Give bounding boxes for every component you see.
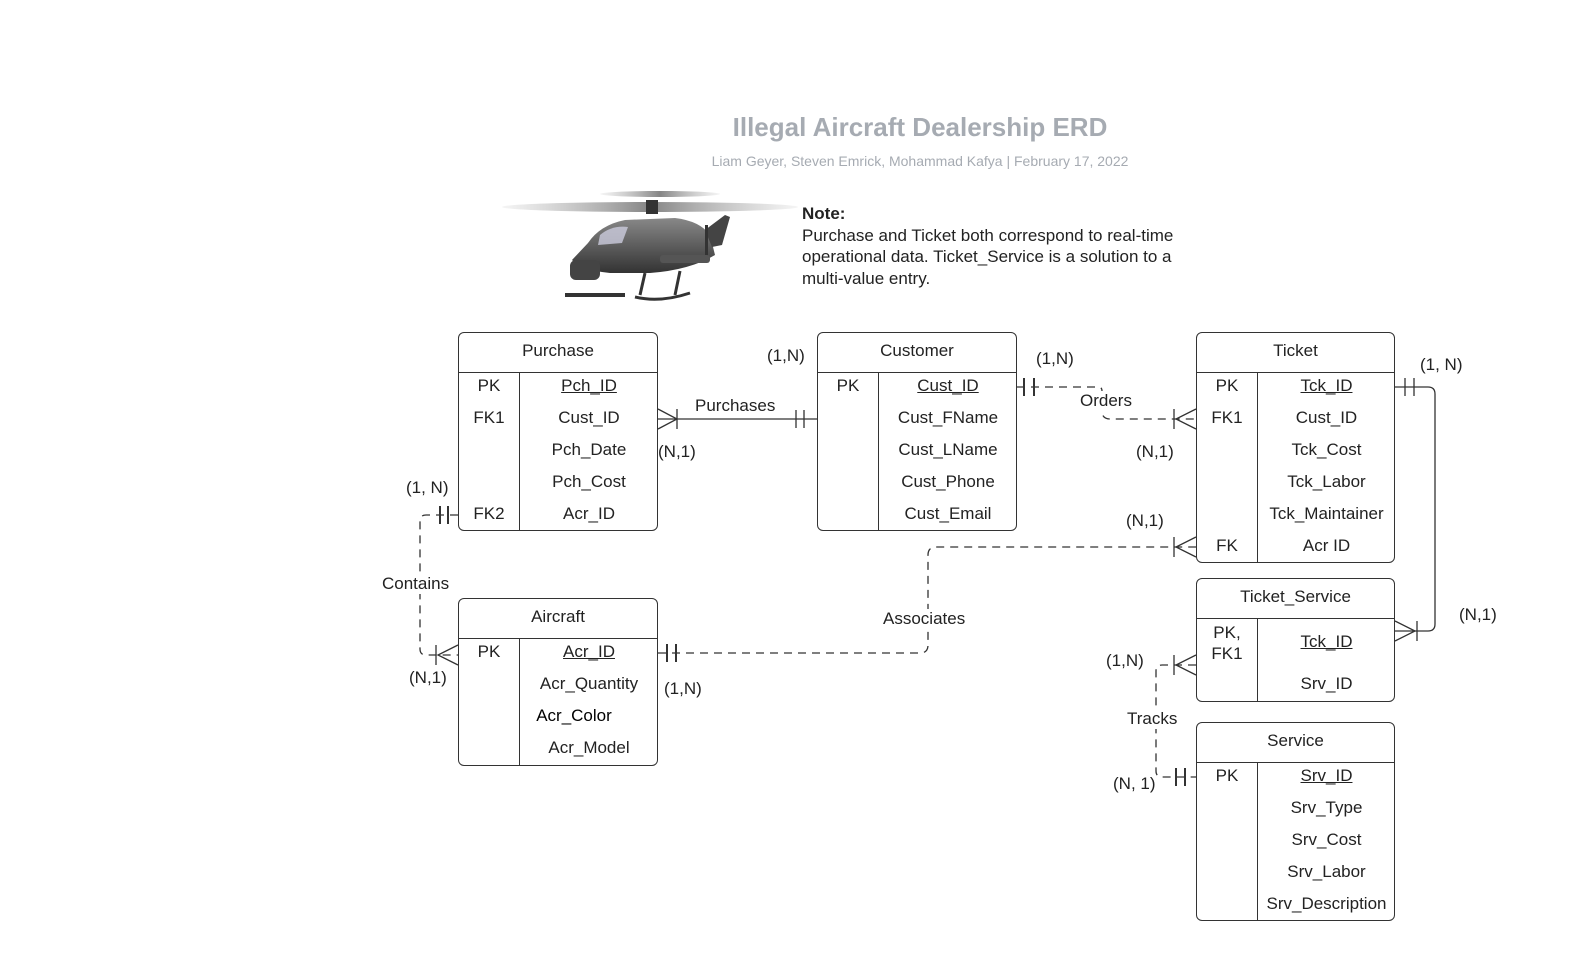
relationship-associates: Associates bbox=[883, 609, 966, 629]
diagram-title: Illegal Aircraft Dealership ERD bbox=[732, 112, 1108, 142]
diagram-subtitle: Liam Geyer, Steven Emrick, Mohammad Kafy… bbox=[711, 153, 1129, 169]
cardinality-label: (1,N) bbox=[1106, 651, 1144, 670]
orders-line bbox=[1017, 386, 1196, 420]
cardinality-label: (1,N) bbox=[767, 346, 805, 365]
cardinality-label: (N,1) bbox=[1136, 442, 1174, 461]
cardinality-label: (1,N) bbox=[1036, 349, 1074, 368]
relationship-orders: Orders bbox=[1078, 391, 1134, 411]
entity-ticket-service[interactable]: Ticket_Service PK, FK1 Tck_ID Srv_ID bbox=[1196, 578, 1395, 702]
entity-title: Purchase bbox=[459, 333, 657, 373]
cardinality-label: (N,1) bbox=[1459, 605, 1497, 624]
bar-customer bbox=[795, 410, 805, 428]
crowfoot-purchase bbox=[657, 408, 679, 430]
cardinality-label: (1,N) bbox=[664, 679, 702, 698]
cardinality-label: (1, N) bbox=[1420, 355, 1463, 374]
cardinality-label: (N, 1) bbox=[1113, 774, 1156, 793]
associates-line bbox=[658, 546, 1196, 654]
composite-key-label: PK, FK1 bbox=[1211, 623, 1243, 663]
relationship-contains: Contains bbox=[382, 574, 450, 594]
note-line-3: multi-value entry. bbox=[802, 268, 931, 288]
key-column bbox=[1197, 762, 1258, 920]
key-column bbox=[1197, 618, 1258, 701]
entity-title: Ticket bbox=[1197, 333, 1394, 373]
entity-title: Ticket_Service bbox=[1197, 579, 1394, 619]
ticket-ts-line bbox=[1395, 386, 1436, 632]
key-column bbox=[459, 638, 520, 765]
note-heading: Note: bbox=[802, 204, 846, 223]
relationship-purchases: Purchases bbox=[695, 396, 776, 415]
cardinality-label: (1, N) bbox=[406, 478, 449, 497]
entity-title: Customer bbox=[818, 333, 1016, 373]
entity-title: Service bbox=[1197, 723, 1394, 763]
note-block: Note: Purchase and Ticket both correspon… bbox=[802, 203, 1222, 289]
note-line-1: Purchase and Ticket both correspond to r… bbox=[802, 225, 1174, 245]
cardinality-label: (N,1) bbox=[658, 442, 696, 461]
entity-title: Aircraft bbox=[459, 599, 657, 639]
cardinality-label: (N,1) bbox=[409, 668, 447, 687]
key-column bbox=[1197, 372, 1258, 562]
cardinality-label: (N,1) bbox=[1126, 511, 1164, 530]
helicopter-icon bbox=[502, 191, 798, 301]
key-column bbox=[459, 372, 520, 530]
relationship-tracks: Tracks bbox=[1127, 709, 1178, 729]
note-line-2: operational data. Ticket_Service is a so… bbox=[802, 247, 1172, 266]
key-column bbox=[818, 372, 879, 530]
